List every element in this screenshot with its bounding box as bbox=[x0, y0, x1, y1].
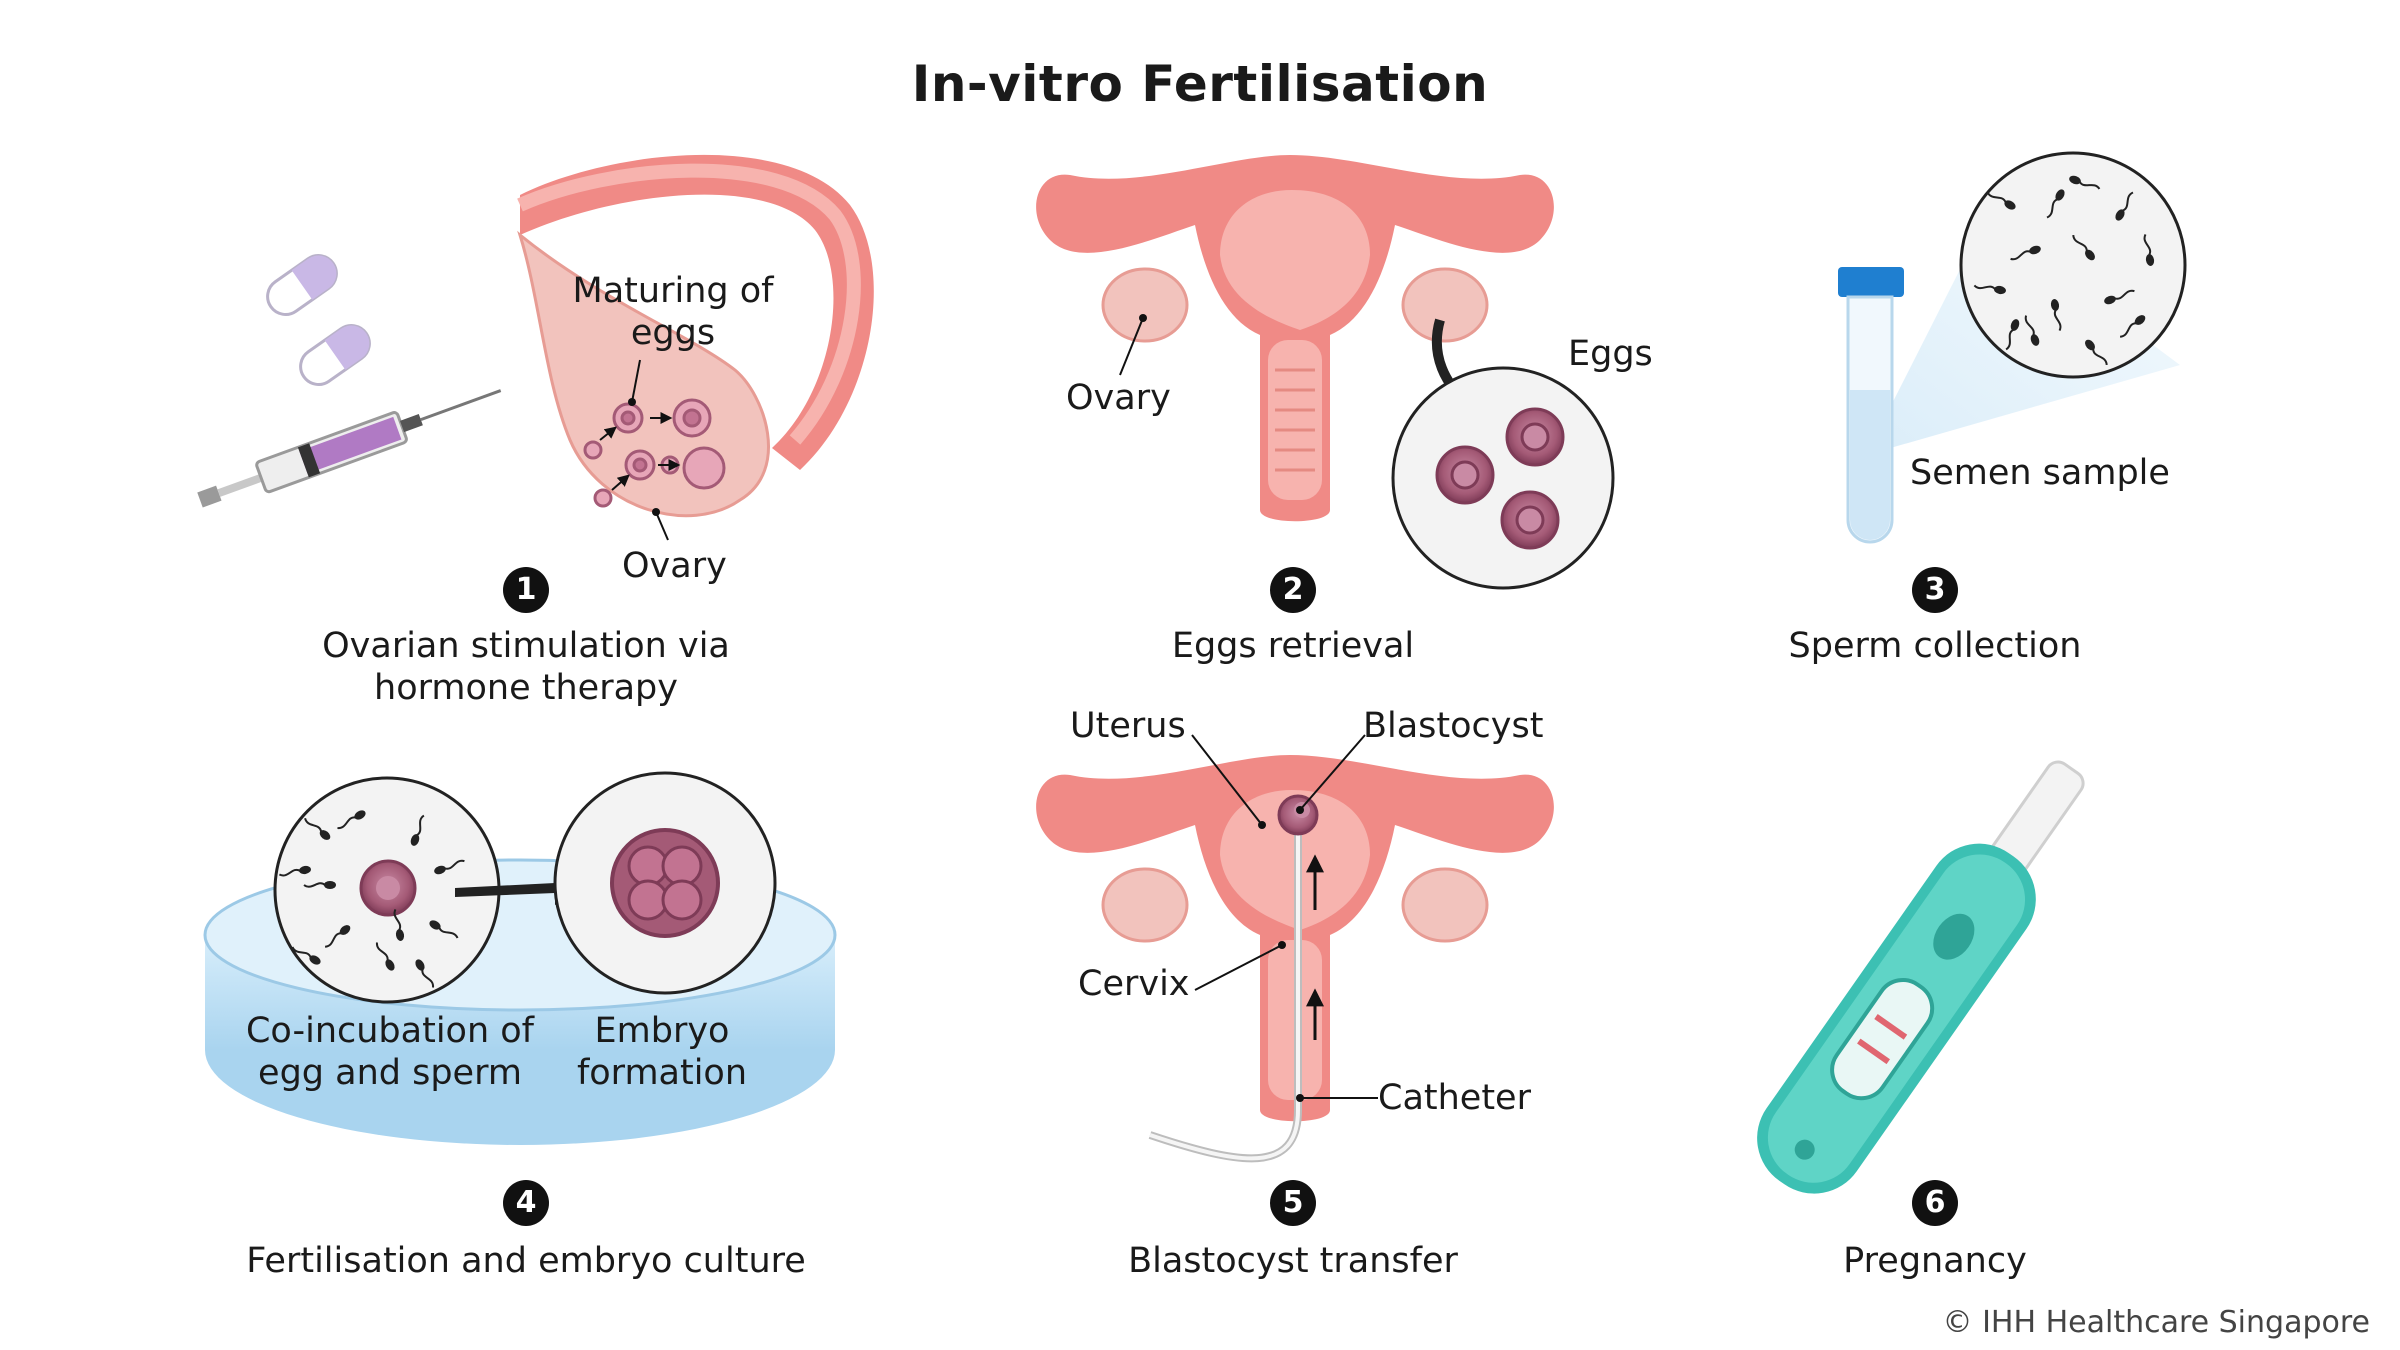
label-semen-sample: Semen sample bbox=[1910, 452, 2170, 494]
step-badge-6: 6 bbox=[1912, 1180, 1958, 1226]
label-ovary-step1: Ovary bbox=[622, 545, 727, 587]
capsule-icon bbox=[261, 248, 377, 391]
label-cervix: Cervix bbox=[1078, 963, 1190, 1005]
ovary-leader-line-1 bbox=[656, 512, 668, 540]
pregnancy-test-icon bbox=[1737, 737, 2117, 1214]
step-caption-6: Pregnancy bbox=[1843, 1240, 2027, 1282]
label-blastocyst: Blastocyst bbox=[1363, 705, 1543, 747]
label-eggs: Eggs bbox=[1568, 333, 1653, 375]
step-caption-4: Fertilisation and embryo culture bbox=[246, 1240, 806, 1282]
step-badge-5: 5 bbox=[1270, 1180, 1316, 1226]
step-caption-3: Sperm collection bbox=[1789, 625, 2082, 667]
step-caption-2: Eggs retrieval bbox=[1172, 625, 1414, 667]
label-maturing-of-eggs: Maturing of eggs bbox=[558, 270, 788, 354]
step-badge-3: 3 bbox=[1912, 567, 1958, 613]
label-ovary-step2: Ovary bbox=[1066, 377, 1171, 419]
label-uterus: Uterus bbox=[1070, 705, 1186, 747]
page-title: In-vitro Fertilisation bbox=[0, 55, 2400, 113]
label-catheter: Catheter bbox=[1378, 1077, 1531, 1119]
step-badge-2: 2 bbox=[1270, 567, 1316, 613]
embryo-circle bbox=[555, 773, 775, 993]
syringe-icon bbox=[195, 376, 507, 516]
copyright-notice: © IHH Healthcare Singapore bbox=[1943, 1305, 2370, 1340]
step-caption-1: Ovarian stimulation via hormone therapy bbox=[316, 625, 736, 709]
label-co-incubation: Co-incubation of egg and sperm bbox=[240, 1010, 540, 1094]
step-badge-4: 4 bbox=[503, 1180, 549, 1226]
step-caption-5: Blastocyst transfer bbox=[1128, 1240, 1458, 1282]
blastocyst bbox=[1279, 796, 1317, 834]
eggs-magnified-circle bbox=[1393, 368, 1613, 588]
label-embryo-formation: Embryo formation bbox=[567, 1010, 757, 1094]
step-badge-1: 1 bbox=[503, 567, 549, 613]
